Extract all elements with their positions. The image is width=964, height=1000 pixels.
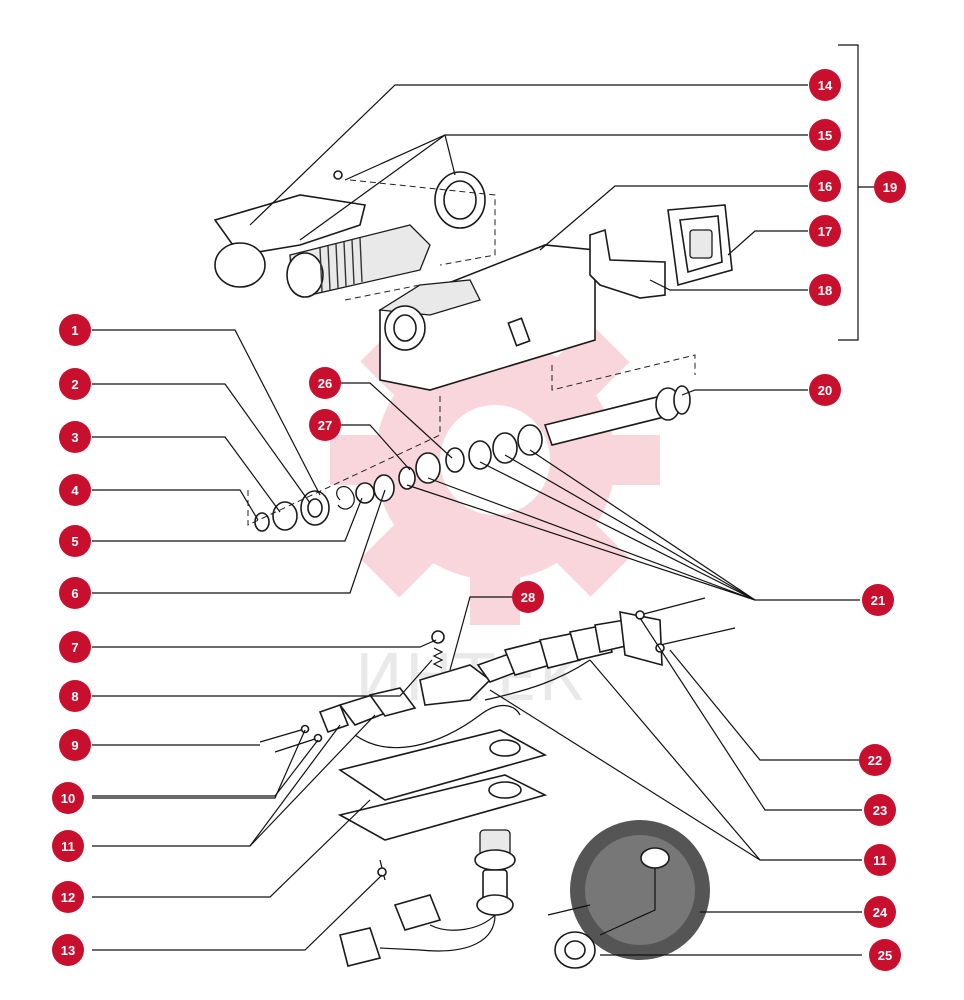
svg-text:15: 15 [818, 128, 832, 143]
callout-2: 2 [59, 368, 91, 400]
svg-text:22: 22 [868, 753, 882, 768]
svg-text:28: 28 [521, 590, 535, 605]
svg-text:3: 3 [71, 430, 78, 445]
callout-28: 28 [512, 581, 544, 613]
svg-text:5: 5 [71, 534, 78, 549]
callout-19: 19 [874, 171, 906, 203]
svg-text:26: 26 [318, 376, 332, 391]
callout-24: 24 [864, 896, 896, 928]
svg-text:1: 1 [71, 323, 78, 338]
callout-3: 3 [59, 421, 91, 453]
shaft-assembly [247, 385, 691, 532]
callout-11-left: 11 [52, 830, 84, 862]
callout-17: 17 [809, 215, 841, 247]
svg-text:20: 20 [818, 383, 832, 398]
svg-text:6: 6 [71, 586, 78, 601]
callout-26: 26 [309, 367, 341, 399]
main-housing [344, 204, 733, 391]
callout-10: 10 [52, 782, 84, 814]
callout-5: 5 [59, 525, 91, 557]
svg-text:12: 12 [61, 890, 75, 905]
callout-4: 4 [59, 474, 91, 506]
callout-8: 8 [59, 680, 91, 712]
callout-21: 21 [862, 584, 894, 616]
svg-text:17: 17 [818, 224, 832, 239]
callout-22: 22 [859, 744, 891, 776]
svg-text:9: 9 [71, 738, 78, 753]
svg-text:16: 16 [818, 179, 832, 194]
svg-text:25: 25 [878, 948, 892, 963]
callout-9: 9 [59, 729, 91, 761]
callout-11-right: 11 [864, 844, 896, 876]
svg-text:10: 10 [61, 791, 75, 806]
callout-13: 13 [52, 934, 84, 966]
callout-14: 14 [809, 69, 841, 101]
callout-16: 16 [809, 170, 841, 202]
svg-text:13: 13 [61, 943, 75, 958]
svg-text:24: 24 [873, 905, 888, 920]
base-plate-assembly [337, 729, 710, 969]
callout-7: 7 [59, 631, 91, 663]
svg-text:19: 19 [883, 180, 897, 195]
svg-text:21: 21 [871, 593, 885, 608]
callout-25: 25 [869, 939, 901, 971]
callout-20: 20 [809, 374, 841, 406]
svg-text:14: 14 [818, 78, 833, 93]
svg-text:23: 23 [873, 803, 887, 818]
callout-12: 12 [52, 881, 84, 913]
svg-text:2: 2 [71, 377, 78, 392]
svg-text:27: 27 [318, 418, 332, 433]
svg-text:8: 8 [71, 689, 78, 704]
callout-15: 15 [809, 119, 841, 151]
switch-block-assembly [259, 597, 736, 753]
svg-text:11: 11 [873, 853, 887, 868]
svg-text:7: 7 [71, 640, 78, 655]
callout-1: 1 [59, 314, 91, 346]
callout-18: 18 [809, 274, 841, 306]
leader-lines [92, 84, 862, 956]
svg-text:11: 11 [61, 839, 75, 854]
svg-text:4: 4 [71, 483, 79, 498]
svg-text:18: 18 [818, 283, 832, 298]
upper-handle-assembly [213, 170, 496, 298]
callout-6: 6 [59, 577, 91, 609]
callout-badges: 1 2 3 4 5 6 7 8 9 10 11 12 13 14 15 16 1… [52, 69, 906, 971]
group-19-bracket [838, 44, 859, 341]
callout-27: 27 [309, 409, 341, 441]
callout-23: 23 [864, 794, 896, 826]
